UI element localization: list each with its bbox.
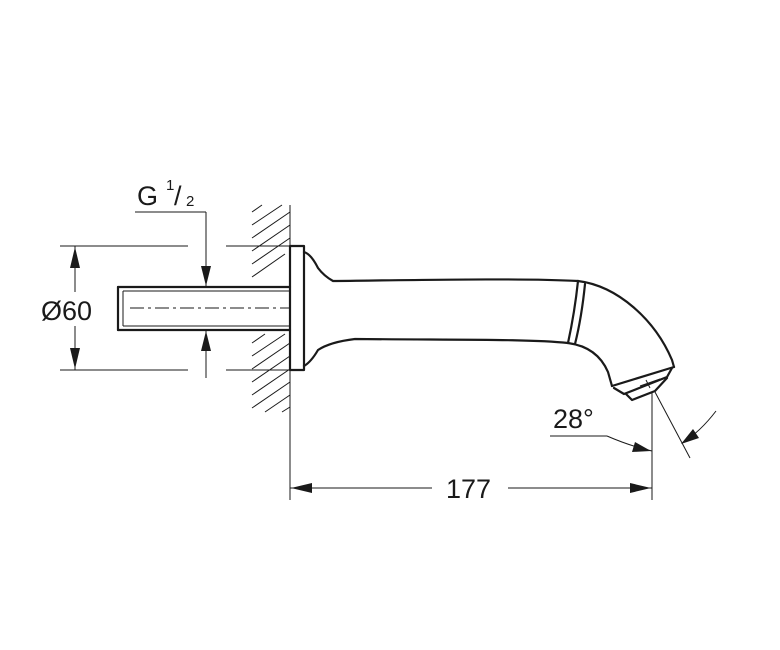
- thread-label: G: [137, 181, 158, 211]
- thread-fraction-numerator: 1: [166, 177, 174, 194]
- spout-body: [302, 250, 676, 402]
- diameter-dimension: Ø60: [40, 245, 290, 371]
- thread-arrow-bottom: [201, 331, 211, 351]
- angle-extension-line: [654, 391, 691, 459]
- length-label: 177: [446, 474, 491, 504]
- wall-hatching: [251, 204, 291, 413]
- diameter-label: Ø60: [41, 296, 92, 326]
- angle-arrow-right: [681, 429, 699, 444]
- diameter-arrow-bottom: [70, 348, 80, 369]
- length-arrow-left: [291, 483, 312, 493]
- thread-fraction-slash: /: [174, 181, 182, 211]
- angle-dimension: 28°: [550, 391, 717, 459]
- connection-pipe: [116, 285, 292, 332]
- angle-arrow-left: [632, 442, 651, 452]
- thread-dimension: G 1 / 2: [135, 177, 211, 378]
- diameter-arrow-top: [70, 247, 80, 268]
- escutcheon-plate: [288, 244, 306, 372]
- angle-label: 28°: [553, 404, 594, 434]
- length-dimension: 177: [289, 392, 653, 504]
- thread-fraction-denominator: 2: [186, 193, 194, 210]
- length-arrow-right: [630, 483, 651, 493]
- wall-section: [251, 204, 291, 413]
- thread-arrow-top: [201, 266, 211, 286]
